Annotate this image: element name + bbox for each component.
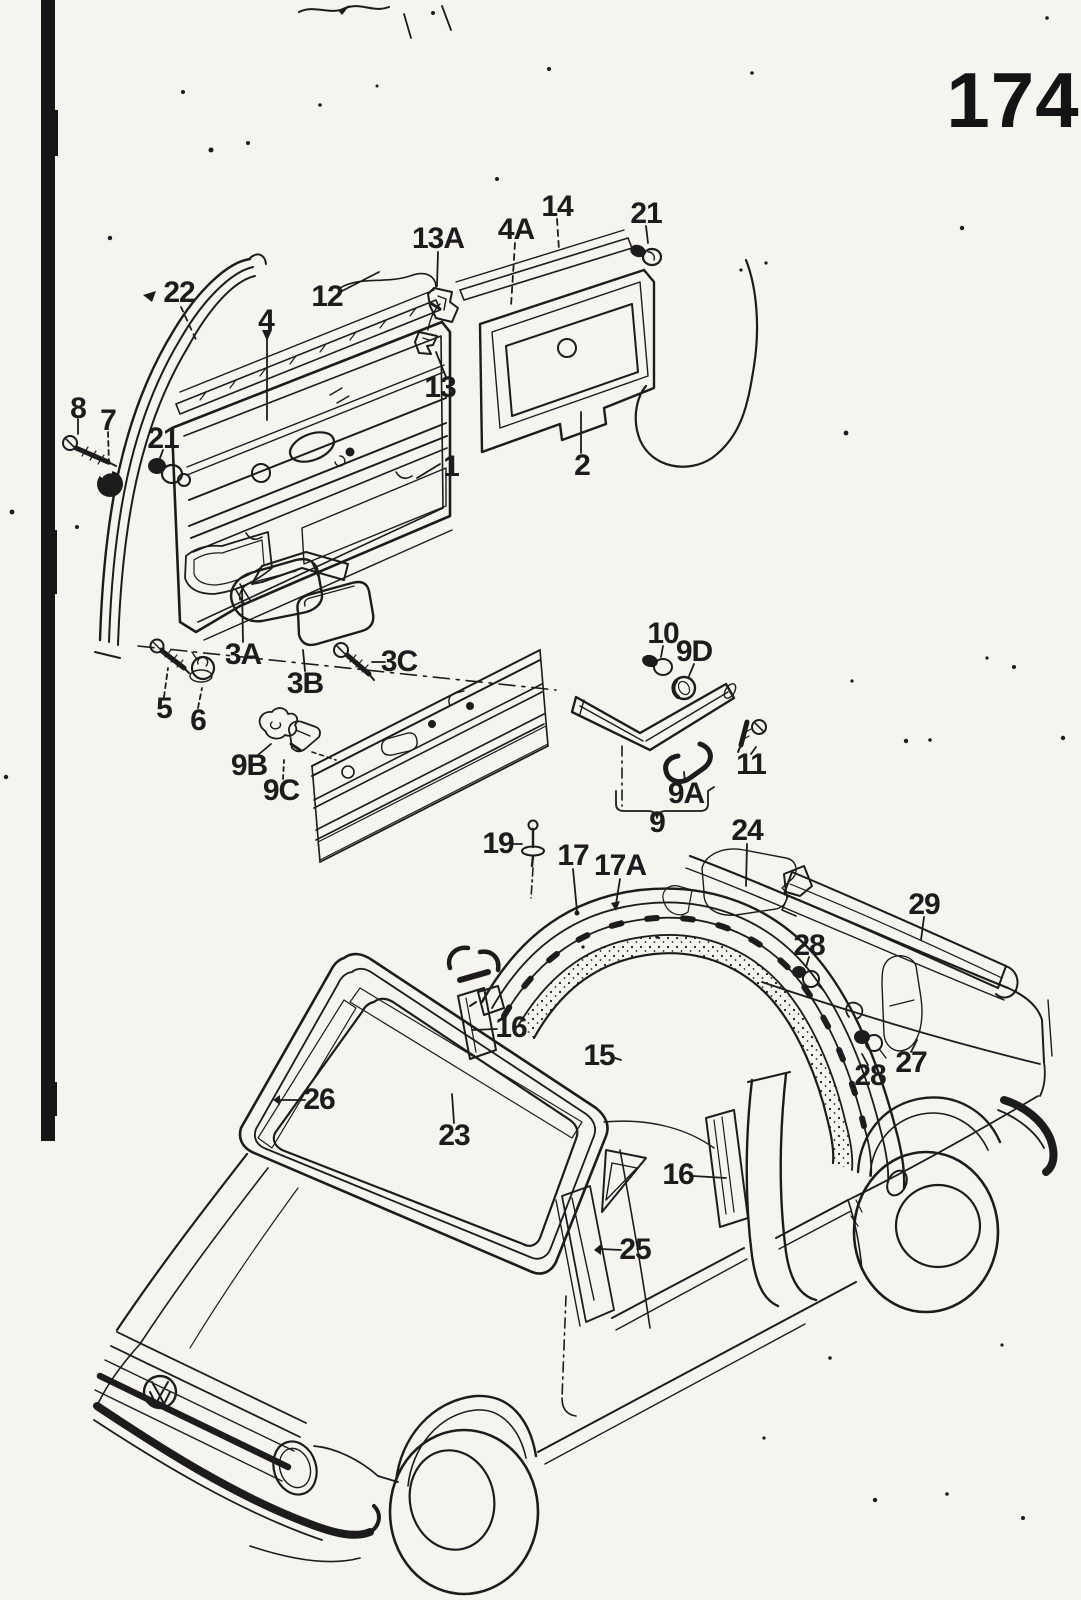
part-callout-1: 1 bbox=[443, 450, 460, 483]
part-callout-26: 26 bbox=[303, 1083, 335, 1116]
part-callout-4: 4 bbox=[258, 304, 275, 337]
part-callout-12: 12 bbox=[311, 280, 343, 313]
part-callout-28-upper: 28 bbox=[793, 929, 825, 962]
page-number: 174 bbox=[946, 56, 1080, 144]
part-callout-9b: 9B bbox=[230, 749, 268, 782]
part-callout-13: 13 bbox=[424, 371, 456, 404]
part-callout-13a: 13A bbox=[411, 222, 465, 255]
part-callout-3c: 3C bbox=[380, 645, 418, 678]
car-body-group bbox=[93, 848, 1058, 1596]
part-callout-10: 10 bbox=[647, 617, 679, 650]
part-callout-16-upper: 16 bbox=[495, 1011, 527, 1044]
fasteners-5-6 bbox=[149, 638, 216, 683]
quarter-panel-2-group bbox=[339, 229, 759, 468]
part-callout-29: 29 bbox=[908, 888, 940, 921]
part-callout-9c: 9C bbox=[262, 774, 300, 807]
part-callout-28-lower: 28 bbox=[854, 1059, 886, 1092]
part-callout-15: 15 bbox=[583, 1039, 615, 1072]
part-callout-6: 6 bbox=[190, 704, 207, 737]
part-callout-9a: 9A bbox=[667, 777, 705, 810]
part-callout-25: 25 bbox=[619, 1233, 651, 1266]
part-callout-9d: 9D bbox=[675, 635, 713, 668]
part-callout-7: 7 bbox=[100, 404, 117, 437]
part-callout-11: 11 bbox=[736, 748, 767, 781]
door-trim-panel-1 bbox=[170, 320, 453, 641]
part-callout-23: 23 bbox=[438, 1119, 470, 1152]
part-callout-17a: 17A bbox=[593, 849, 647, 882]
part-callout-22: 22 bbox=[163, 276, 195, 309]
part-callout-3a: 3A bbox=[224, 638, 262, 671]
part-callout-4a: 4A bbox=[497, 213, 535, 246]
part-callout-8: 8 bbox=[70, 392, 87, 425]
sill-trim-strip-group bbox=[258, 649, 549, 863]
fasteners-8-7-21-left bbox=[62, 435, 191, 497]
leader-lines bbox=[77, 218, 925, 1255]
part-callout-27: 27 bbox=[895, 1046, 927, 1079]
part-callout-3b: 3B bbox=[286, 667, 324, 700]
part-callout-5: 5 bbox=[156, 692, 173, 725]
scan-noise-specks bbox=[3, 11, 1066, 1520]
part-callout-9: 9 bbox=[649, 806, 666, 839]
part-callout-24: 24 bbox=[731, 814, 763, 847]
window-frame-trim-22 bbox=[94, 253, 267, 659]
part-callout-2: 2 bbox=[574, 449, 591, 482]
top-edge-sketch bbox=[143, 5, 452, 302]
part-callout-21-top: 21 bbox=[630, 197, 662, 230]
push-pin-19 bbox=[521, 819, 545, 899]
grab-handle-9-group bbox=[570, 654, 767, 819]
binding-edge bbox=[41, 0, 58, 1141]
part-callout-17: 17 bbox=[557, 839, 589, 872]
part-callout-19: 19 bbox=[482, 827, 514, 860]
part-callout-21-left: 21 bbox=[147, 422, 179, 455]
armrest-3a-3b-group bbox=[137, 551, 557, 691]
part-callout-14: 14 bbox=[541, 190, 573, 223]
part-callout-16-lower: 16 bbox=[662, 1158, 694, 1191]
